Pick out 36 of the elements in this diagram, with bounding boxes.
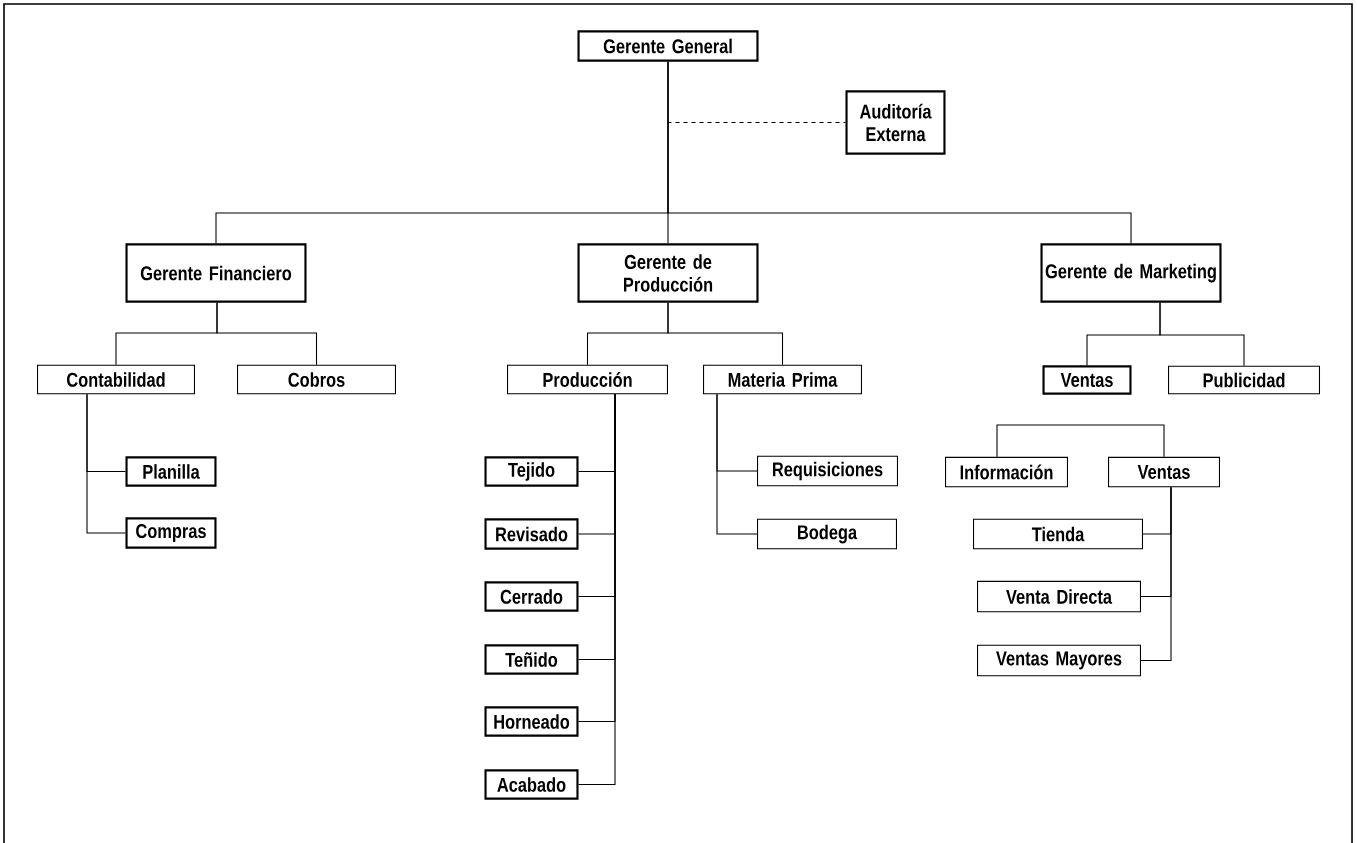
org-box: Información — [945, 456, 1068, 488]
org-box: Teñido — [484, 644, 579, 675]
org-box: Gerente General — [577, 30, 759, 62]
org-box: Ventas — [1042, 365, 1132, 395]
org-box: Cobros — [237, 364, 396, 395]
connector-line — [86, 393, 126, 534]
org-box: Producción — [507, 364, 668, 395]
connector-line — [578, 393, 616, 786]
org-box: Bodega — [757, 518, 897, 550]
org-box: Requisiciones — [757, 455, 898, 487]
connector-line — [1140, 486, 1172, 662]
connector-line — [667, 302, 784, 366]
org-box: Publicidad — [1168, 365, 1320, 395]
org-box: Tienda — [973, 518, 1143, 550]
org-box: Contabilidad — [37, 364, 195, 395]
org-box: Acabado — [484, 769, 579, 800]
connector-line — [1159, 302, 1245, 367]
org-box: Gerente Financiero — [125, 243, 307, 303]
org-box: Planilla — [125, 456, 217, 487]
connector-line — [667, 61, 1132, 244]
org-box: Gerente de Producción — [577, 243, 759, 303]
org-box: Venta Directa — [977, 580, 1141, 613]
org-box: Gerente de Marketing — [1040, 243, 1222, 303]
connector-line — [716, 393, 758, 535]
org-box: Tejido — [484, 456, 579, 487]
dashed-connector — [666, 121, 846, 124]
connector-line — [216, 302, 318, 366]
org-box: Cerrado — [484, 581, 579, 612]
org-box: Horneado — [484, 706, 579, 737]
org-box: Ventas — [1108, 456, 1220, 488]
org-box: Ventas Mayores — [977, 644, 1141, 677]
org-box: Compras — [125, 517, 217, 549]
org-box: Auditoría Externa — [845, 90, 946, 155]
connector-line — [996, 424, 1165, 458]
org-box: Revisado — [484, 518, 579, 550]
org-box: Materia Prima — [703, 364, 862, 395]
